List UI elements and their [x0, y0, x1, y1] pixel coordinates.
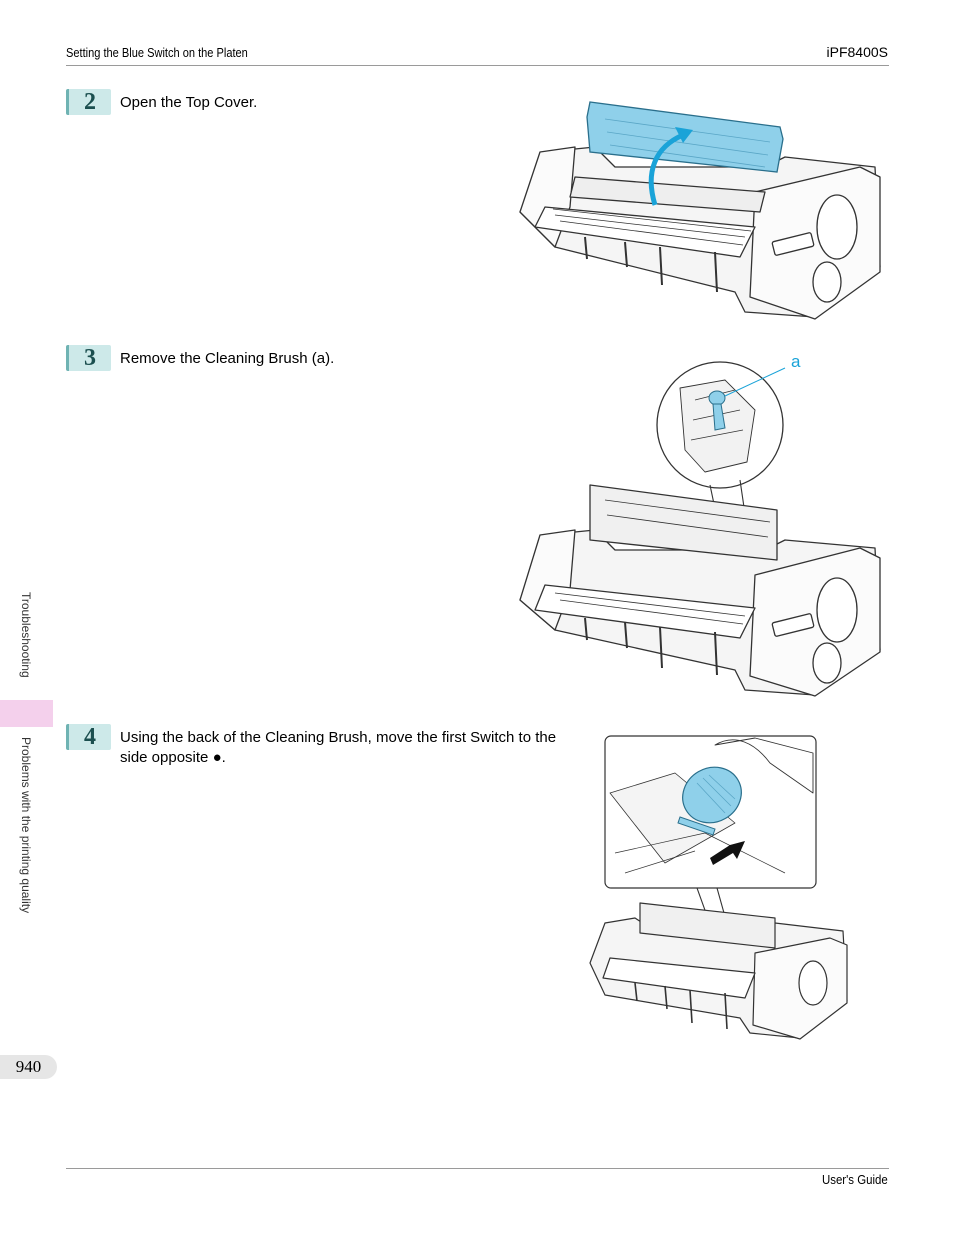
step-2-number: 2: [66, 89, 111, 115]
sidebar-chapter-label: Troubleshooting: [19, 592, 33, 678]
step-2-text: Open the Top Cover.: [120, 94, 258, 111]
printer-top-cover-open-figure: [519, 101, 881, 320]
running-header-title: Setting the Blue Switch on the Platen: [66, 45, 248, 60]
step-4-text: Using the back of the Cleaning Brush, mo…: [120, 729, 557, 766]
step-3-text: Remove the Cleaning Brush (a).: [120, 350, 335, 367]
running-header-model: iPF8400S: [826, 44, 888, 60]
sidebar-active-tab: [0, 700, 53, 727]
footer-divider: [66, 1168, 889, 1169]
cleaning-brush-location-figure: a: [519, 352, 881, 697]
sidebar-section-label: Problems with the printing quality: [19, 737, 33, 914]
footer-guide-title: User's Guide: [822, 1172, 888, 1187]
step-4-number: 4: [66, 724, 111, 750]
step-3-number: 3: [66, 345, 111, 371]
move-switch-figure: [589, 735, 848, 1040]
page-number: 940: [0, 1055, 57, 1079]
callout-label-a: a: [791, 352, 801, 371]
header-divider: [66, 65, 889, 66]
